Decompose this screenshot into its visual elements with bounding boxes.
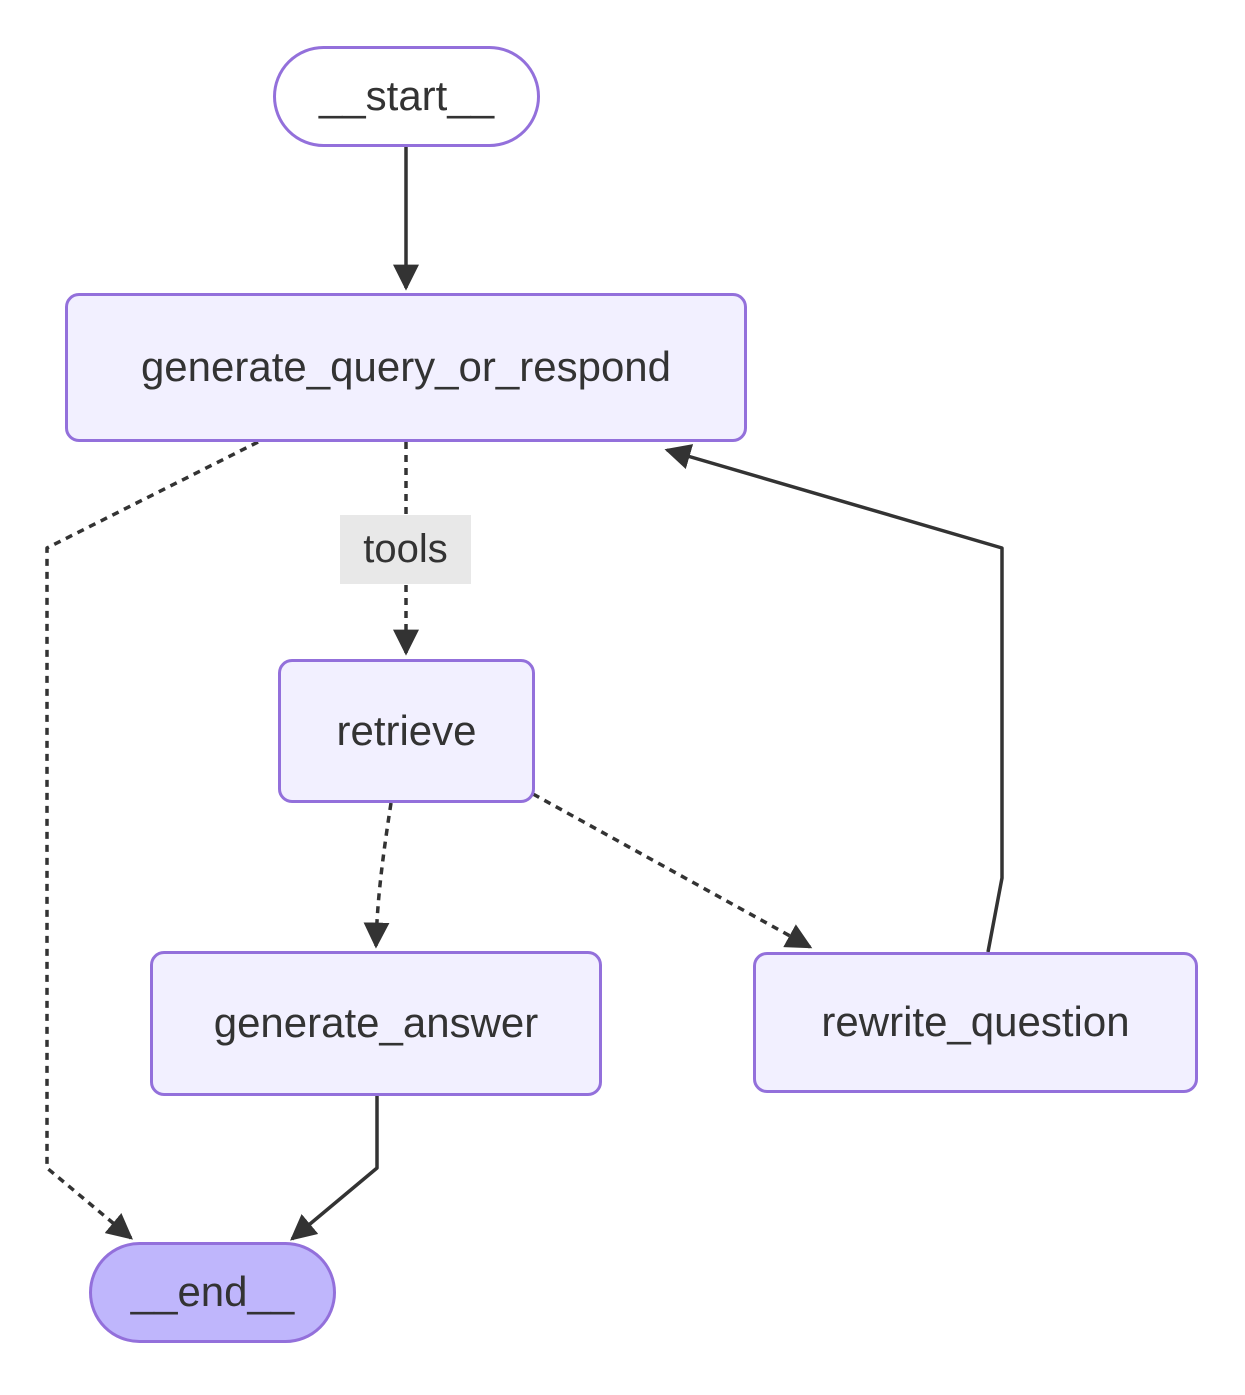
- node-generate-answer: generate_answer: [150, 951, 602, 1096]
- node-generate-query-or-respond-label: generate_query_or_respond: [140, 343, 672, 391]
- node-generate-answer-label: generate_answer: [213, 999, 539, 1047]
- edge-rewrite-question-to-generate-query-or-respond: [664, 444, 1004, 953]
- node-retrieve: retrieve: [278, 659, 535, 803]
- node-rewrite-question: rewrite_question: [753, 952, 1198, 1093]
- edge-label-tools: tools: [340, 515, 471, 584]
- edge-retrieve-to-rewrite-question: [532, 792, 813, 949]
- edge-generate-answer-to-end: [290, 1096, 379, 1241]
- node-rewrite-question-label: rewrite_question: [821, 998, 1130, 1046]
- edge-retrieve-to-generate-answer: [363, 802, 393, 949]
- node-generate-query-or-respond: generate_query_or_respond: [65, 293, 747, 442]
- node-start-label: __start__: [318, 72, 495, 120]
- node-start: __start__: [273, 46, 540, 147]
- node-end: __end__: [89, 1242, 336, 1343]
- node-retrieve-label: retrieve: [336, 706, 477, 754]
- edge-generate-query-or-respond-to-end: [45, 440, 259, 1240]
- edge-label-tools-text: tools: [363, 527, 448, 571]
- node-end-label: __end__: [130, 1268, 295, 1316]
